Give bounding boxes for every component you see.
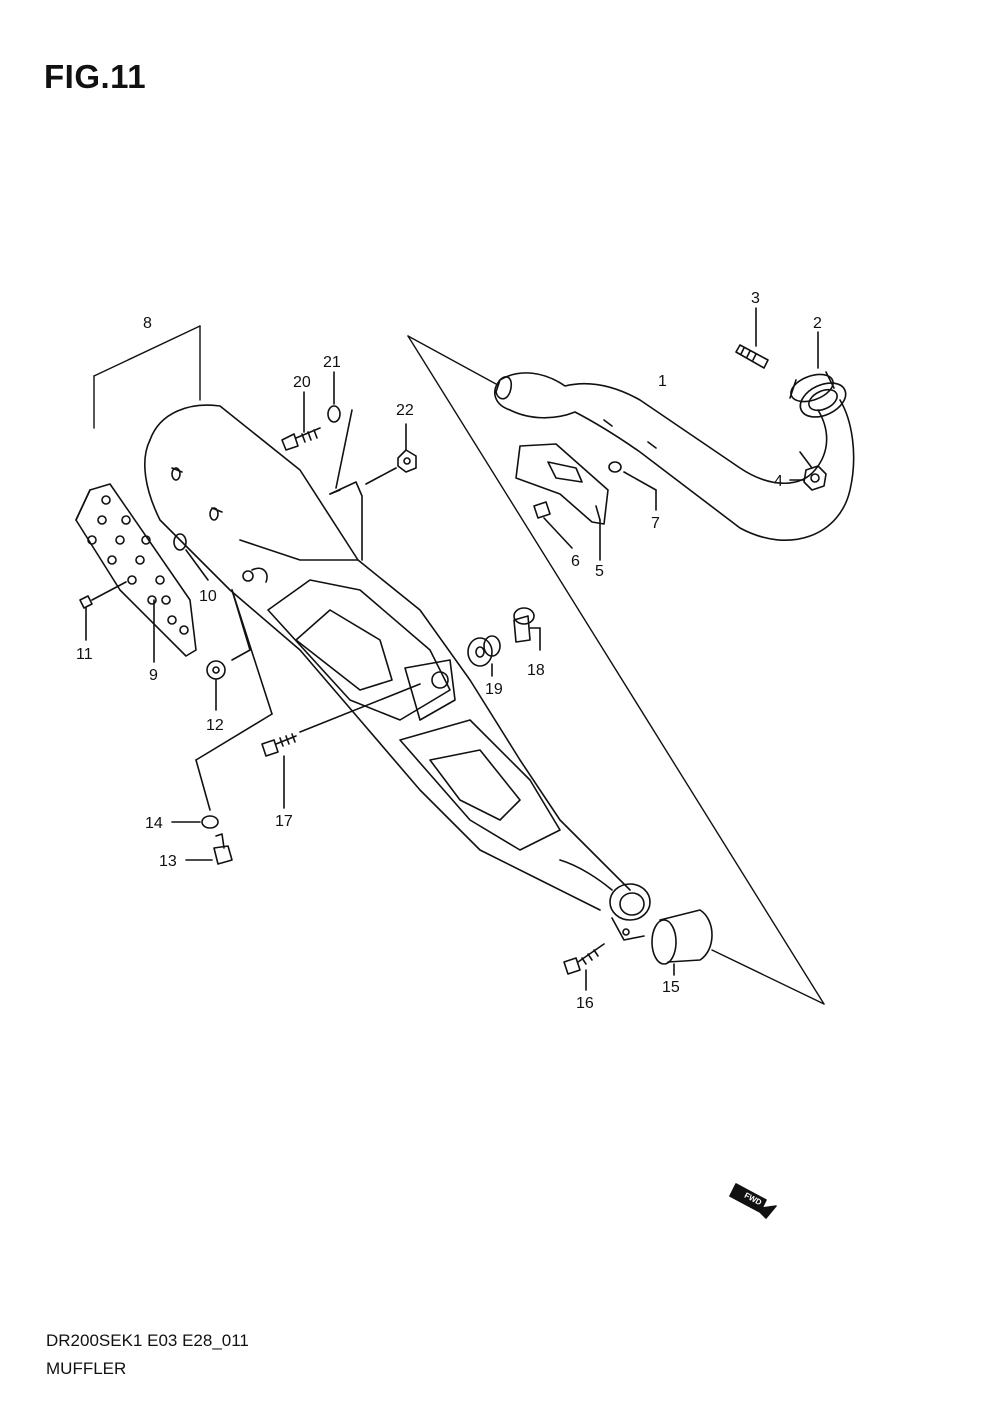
callout-labels: 1 2 3 4 5 6 7 8 9 10 11 12 13 14 15 16 1… [76,290,822,1012]
callout-5: 5 [595,563,604,580]
callout-14: 14 [145,815,163,832]
callout-22: 22 [396,402,414,419]
collar-10[interactable] [173,533,209,581]
bolt-20[interactable] [281,391,321,451]
callout-17: 17 [275,813,293,830]
callout-7: 7 [651,515,660,532]
exhaust-gasket[interactable] [787,331,837,407]
muffler-heat-protector[interactable] [75,483,197,663]
screw-16[interactable] [563,943,605,991]
callout-12: 12 [206,717,224,734]
washer-21[interactable] [327,371,341,423]
callout-2: 2 [813,315,822,332]
callout-16: 16 [576,995,594,1012]
callout-6: 6 [571,553,580,570]
nut-22[interactable] [365,423,417,485]
grommet-19[interactable] [467,635,501,677]
figure-title: FIG.11 [44,58,147,95]
fwd-arrow-icon: FWD [729,1183,777,1219]
callout-9: 9 [149,667,158,684]
bolt-13[interactable] [185,833,233,865]
screw-11[interactable] [79,581,127,641]
cushion-12[interactable] [206,589,251,711]
muffler-end-cap[interactable] [651,909,713,976]
callout-19: 19 [485,681,503,698]
callout-21: 21 [323,354,341,371]
callout-15: 15 [662,979,680,996]
callout-4: 4 [774,473,783,490]
callout-11: 11 [76,646,93,663]
callout-3: 3 [751,290,760,307]
callout-10: 10 [199,588,217,605]
bolt-17[interactable] [261,683,421,809]
bushing-18[interactable] [513,607,541,651]
callout-1: 1 [658,373,667,390]
exhaust-pipe[interactable] [494,372,855,542]
assembly-bracket-lines [93,325,825,1005]
flange-nut[interactable] [789,451,827,491]
callout-18: 18 [527,662,545,679]
callout-8: 8 [143,315,152,332]
callout-20: 20 [293,374,311,391]
washer-14[interactable] [171,589,273,829]
callout-13: 13 [159,853,177,870]
stud-bolt[interactable] [735,307,769,369]
washer-7[interactable] [608,461,657,511]
muffler[interactable] [144,404,651,941]
bolt-6[interactable] [533,501,573,549]
section-title: MUFFLER [46,1359,127,1378]
model-code: DR200SEK1 E03 E28_011 [46,1331,249,1350]
pipe-cover-bracket[interactable] [515,443,609,561]
